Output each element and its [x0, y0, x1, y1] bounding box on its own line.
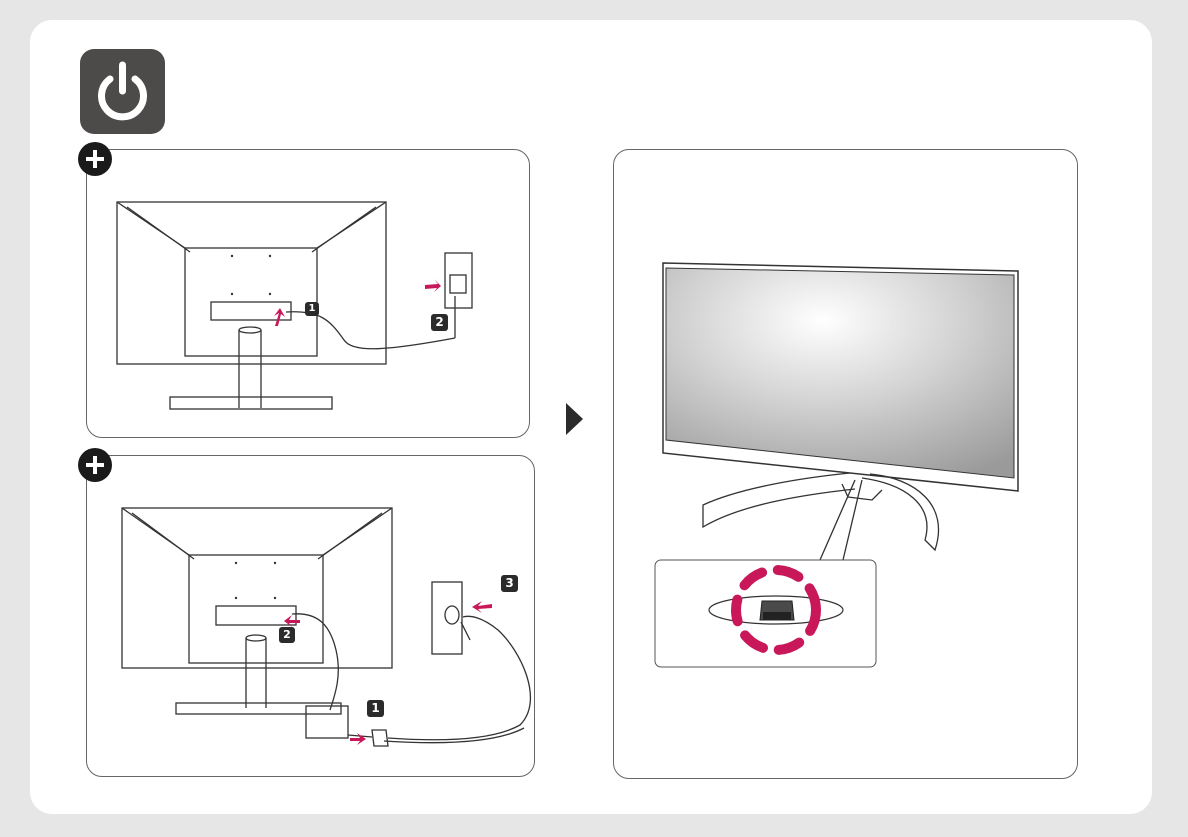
- joystick-callout: [0, 0, 1188, 837]
